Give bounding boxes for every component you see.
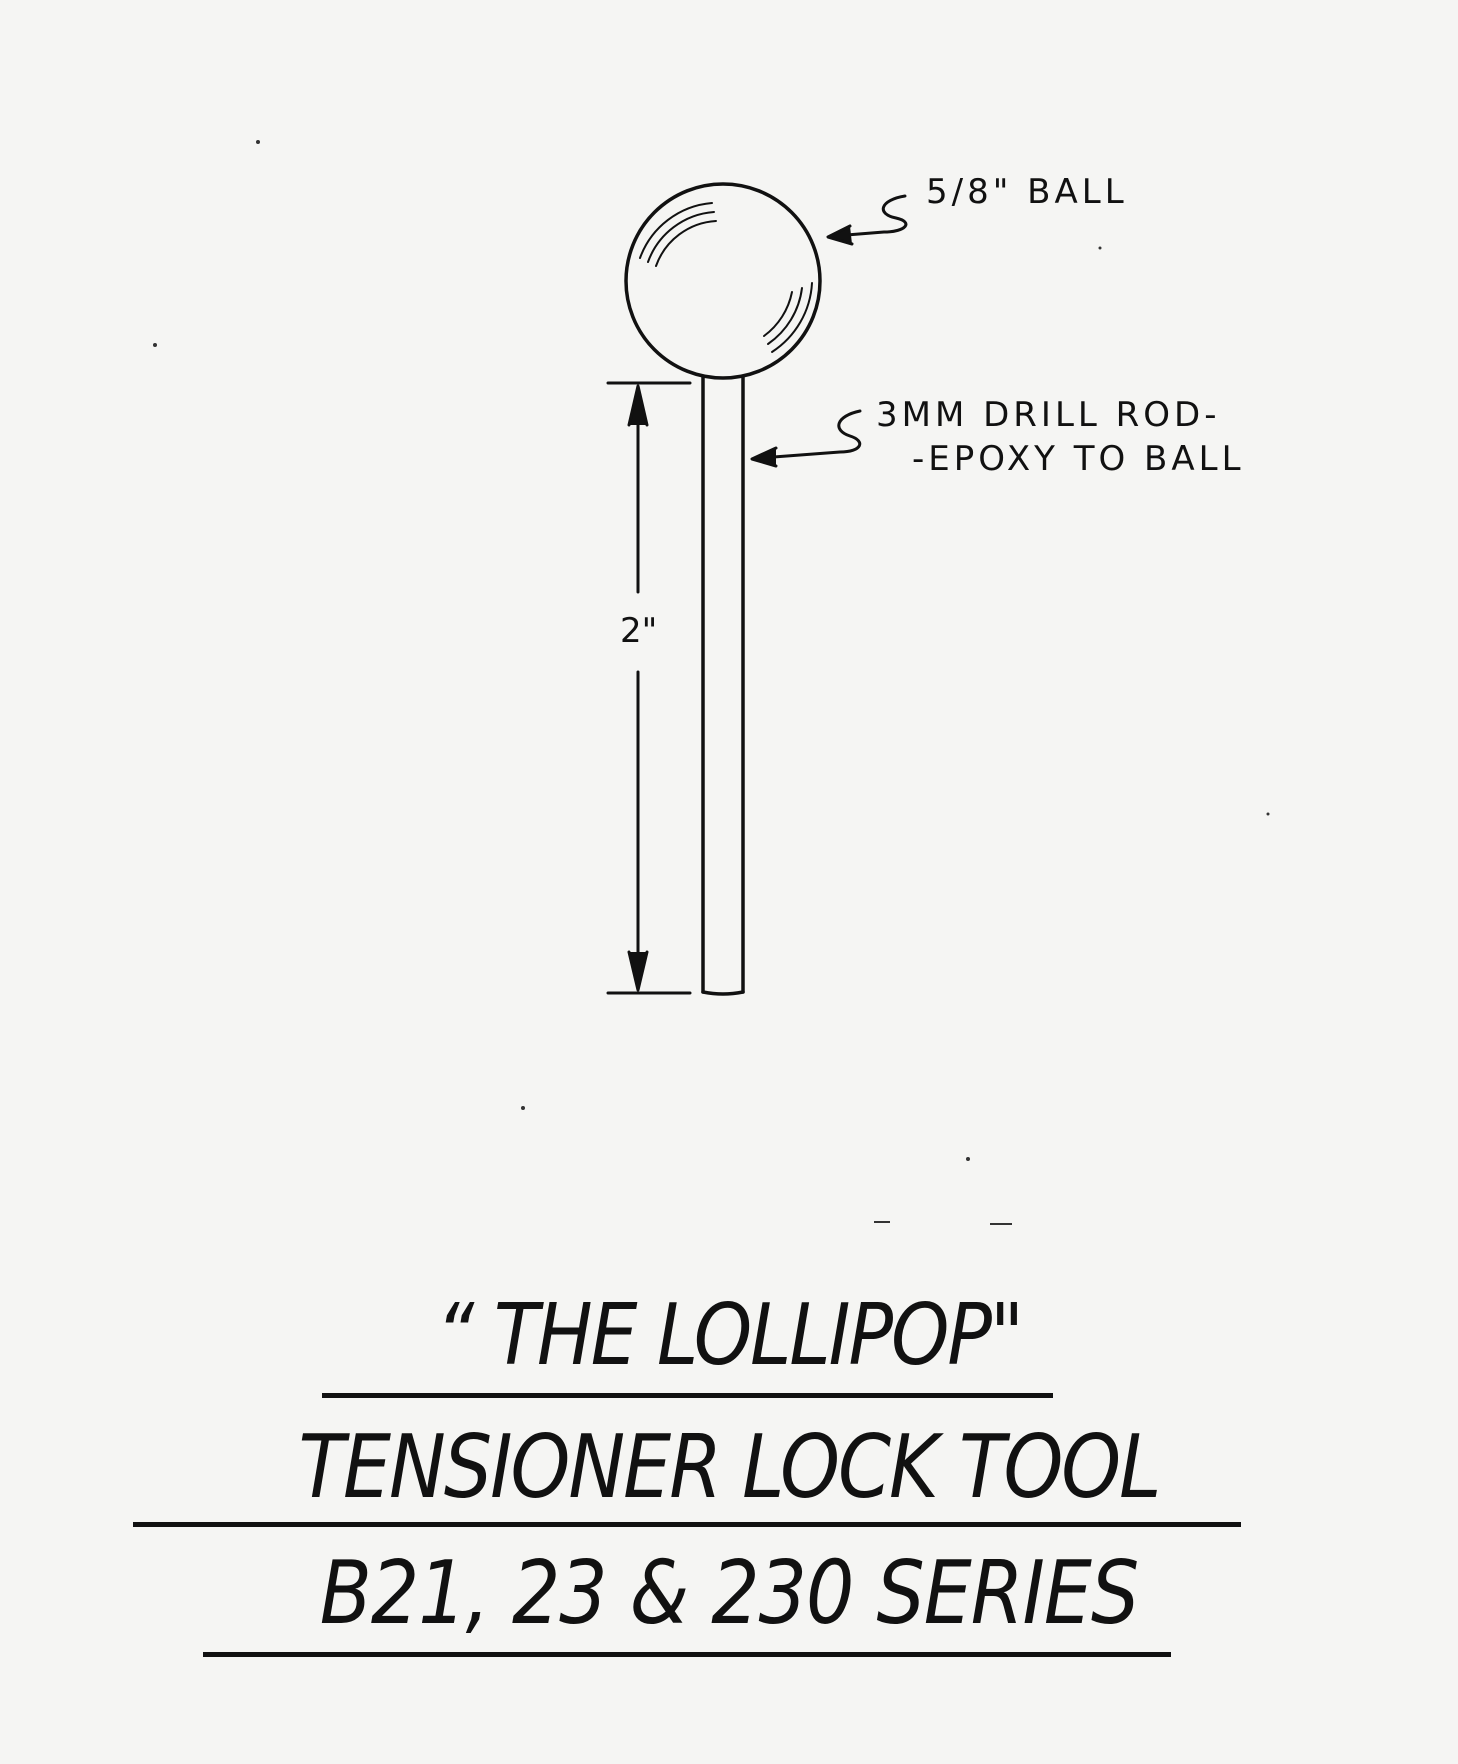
rod-shape	[701, 375, 745, 996]
ball-shape	[624, 182, 822, 380]
paper-specks	[153, 140, 1270, 1225]
title-line-2-underline	[133, 1522, 1241, 1527]
ball-leader-arrow	[826, 194, 908, 246]
rod-label-line1: 3MM DRILL ROD-	[876, 395, 1220, 435]
title-line-1: “ THE LOLLIPOP"	[436, 1285, 1024, 1385]
title-line-1-underline	[322, 1393, 1053, 1398]
rod-label-line2: -EPOXY TO BALL	[912, 439, 1245, 479]
ball-label: 5/8" BALL	[926, 172, 1128, 212]
rod-leader-arrow	[750, 409, 862, 468]
title-line-3: B21, 23 & 230 SERIES	[319, 1541, 1139, 1644]
length-label: 2"	[620, 611, 657, 651]
length-dimension	[606, 381, 692, 995]
title-line-3-underline	[203, 1652, 1171, 1657]
title-line-2: TENSIONER LOCK TOOL	[298, 1415, 1162, 1518]
